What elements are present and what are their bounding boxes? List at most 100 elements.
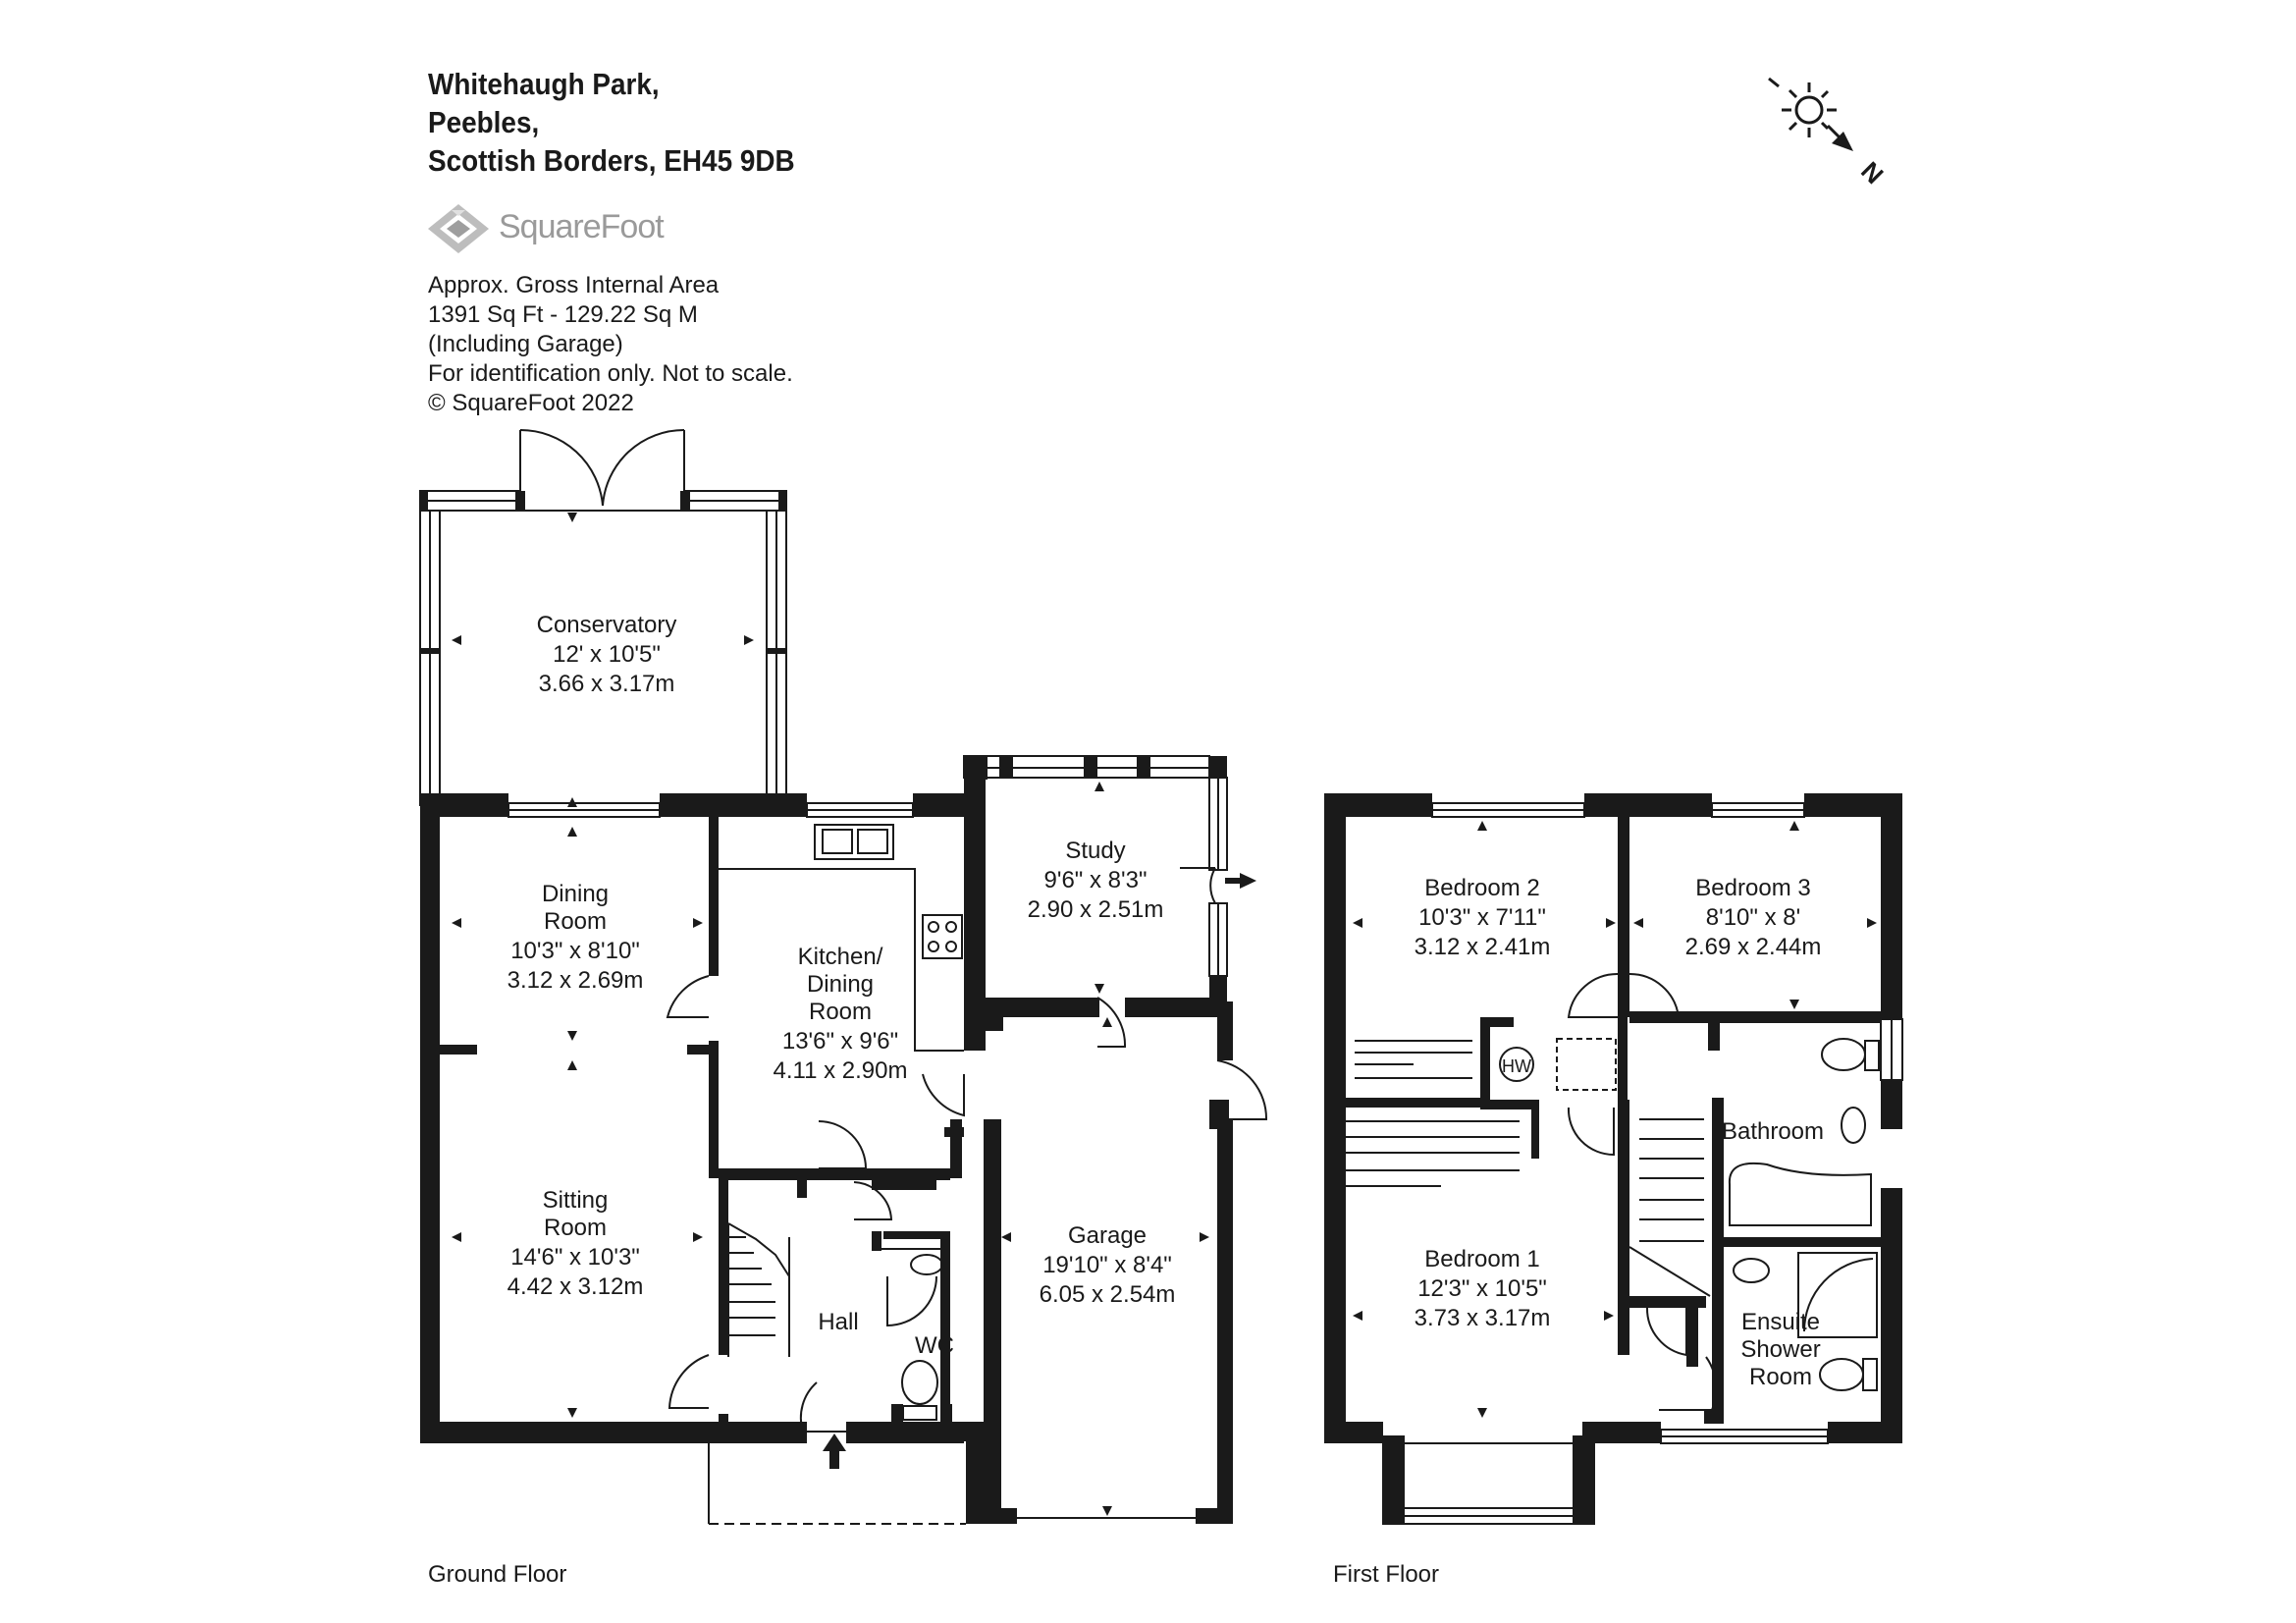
ground-floor-plan [419,428,1268,1525]
property-address: Whitehaugh Park, Peebles, Scottish Borde… [428,65,795,180]
area-info-line-4: For identification only. Not to scale. [428,360,793,387]
first-floor-plan: HW [1324,793,1903,1525]
room-label-ensuite: Ensuite Shower Room [1740,1309,1820,1390]
copyright: © SquareFoot 2022 [428,390,634,416]
room-name: Bedroom 2 [1424,875,1539,901]
room-size-imperial: 8'10" x 8' [1706,904,1800,931]
room-size-metric: 3.73 x 3.17m [1415,1305,1551,1331]
room-name-3: Room [809,999,872,1025]
room-name: Kitchen/ [798,944,883,970]
room-size-imperial: 10'3" x 7'11" [1418,904,1546,931]
address-line-3: Scottish Borders, EH45 9DB [428,143,795,178]
ground-stairs [727,1222,790,1357]
room-label-bedroom2: Bedroom 2 10'3" x 7'11" 3.12 x 2.41m [1415,875,1551,960]
hw-label: HW [1502,1056,1531,1076]
room-size-metric: 6.05 x 2.54m [1040,1281,1176,1308]
room-size-metric: 3.12 x 2.69m [507,967,644,994]
room-label-dining: Dining Room 10'3" x 8'10" 3.12 x 2.69m [507,881,644,994]
room-size-metric: 4.11 x 2.90m [774,1057,908,1084]
area-info-line-1: Approx. Gross Internal Area [428,272,720,298]
room-label-study: Study 9'6" x 8'3" 2.90 x 2.51m [1028,838,1164,923]
hw-cupboard: HW [1499,1038,1617,1091]
bath-basin-icon [1841,1107,1866,1144]
study-walls [963,755,1228,1017]
bath-toilet-icon [1821,1038,1866,1071]
study-entry-arrow-icon [1225,873,1256,889]
room-size-imperial: 12' x 10'5" [553,641,661,668]
room-size-imperial: 19'10" x 8'4" [1042,1252,1172,1278]
room-label-hall: Hall [818,1309,858,1335]
room-size-imperial: 10'3" x 8'10" [510,938,640,964]
room-label-garage: Garage 19'10" x 8'4" 6.05 x 2.54m [1040,1222,1176,1308]
first-floor-stairs [1345,1040,1711,1297]
room-name: Bedroom 3 [1695,875,1810,901]
toilet-icon [901,1360,938,1405]
room-size-metric: 3.66 x 3.17m [539,671,675,697]
area-info: Approx. Gross Internal Area 1391 Sq Ft -… [428,271,793,418]
dimension-ticks [452,513,1877,1516]
room-name: WC [915,1332,954,1359]
compass: N [1768,77,1890,189]
conservatory-french-doors [519,428,685,507]
basin-icon [910,1254,943,1275]
room-label-bedroom1: Bedroom 1 12'3" x 10'5" 3.73 x 3.17m [1415,1246,1551,1331]
first-interior-walls [1345,817,1881,1424]
room-name: Conservatory [537,612,677,638]
room-name-3: Room [1749,1364,1812,1390]
room-name: Bathroom [1722,1118,1824,1145]
room-size-imperial: 13'6" x 9'6" [782,1028,898,1055]
sun-icon [1768,77,1837,137]
garage-front [708,1443,1196,1525]
ground-doors [666,975,1268,1433]
room-label-bedroom3: Bedroom 3 8'10" x 8' 2.69 x 2.44m [1685,875,1822,960]
room-label-conservatory: Conservatory 12' x 10'5" 3.66 x 3.17m [537,612,677,697]
room-label-wc: WC [915,1332,954,1359]
wc-fittings [881,1248,943,1421]
room-name: Garage [1068,1222,1147,1249]
sink-icon [814,824,894,860]
room-size-metric: 3.12 x 2.41m [1415,934,1551,960]
dining-windows [507,802,914,818]
ensuite-fittings [1733,1252,1878,1391]
room-name-2: Room [544,1215,607,1241]
room-name: Dining [542,881,609,907]
room-size-imperial: 14'6" x 10'3" [510,1244,640,1271]
room-name-2: Room [544,908,607,935]
ensuite-toilet-icon [1819,1358,1864,1391]
room-size-imperial: 12'3" x 10'5" [1417,1275,1547,1302]
north-label: N [1855,156,1889,189]
room-name: Hall [818,1309,858,1335]
north-arrow-icon [1826,124,1853,151]
address-line-2: Peebles, [428,105,540,139]
area-info-line-3: (Including Garage) [428,331,623,357]
room-size-metric: 4.42 x 3.12m [507,1273,644,1300]
room-name: Study [1065,838,1125,864]
room-size-imperial: 9'6" x 8'3" [1044,867,1148,893]
first-floor-doors [1567,972,1718,1411]
shower-tray-icon [1797,1252,1878,1338]
room-label-kitchen: Kitchen/ Dining Room 13'6" x 9'6" 4.11 x… [774,944,908,1084]
front-entry-arrow-icon [823,1434,846,1469]
ground-exterior-walls [420,756,1233,1524]
bath-tub-icon [1728,1163,1872,1226]
room-name: Sitting [543,1187,609,1214]
logo-text: SquareFoot [499,208,665,245]
area-info-line-2: 1391 Sq Ft - 129.22 Sq M [428,301,698,328]
room-name-2: Shower [1740,1336,1820,1363]
room-name-2: Dining [807,971,874,998]
first-exterior-walls [1324,793,1902,1524]
ensuite-basin-icon [1733,1258,1770,1283]
first-floor-windows [1382,802,1903,1525]
ground-interior-walls [440,817,964,1434]
room-name: Bedroom 1 [1424,1246,1539,1272]
kitchen-fittings [719,824,964,1052]
room-size-metric: 2.69 x 2.44m [1685,934,1822,960]
room-size-metric: 2.90 x 2.51m [1028,896,1164,923]
room-name: Ensuite [1741,1309,1820,1335]
ground-floor-label: Ground Floor [428,1561,567,1588]
hob-icon [922,914,963,959]
squarefoot-logo: SquareFoot [426,202,701,253]
room-label-bathroom: Bathroom [1722,1118,1824,1145]
room-label-sitting: Sitting Room 14'6" x 10'3" 4.42 x 3.12m [507,1187,644,1300]
